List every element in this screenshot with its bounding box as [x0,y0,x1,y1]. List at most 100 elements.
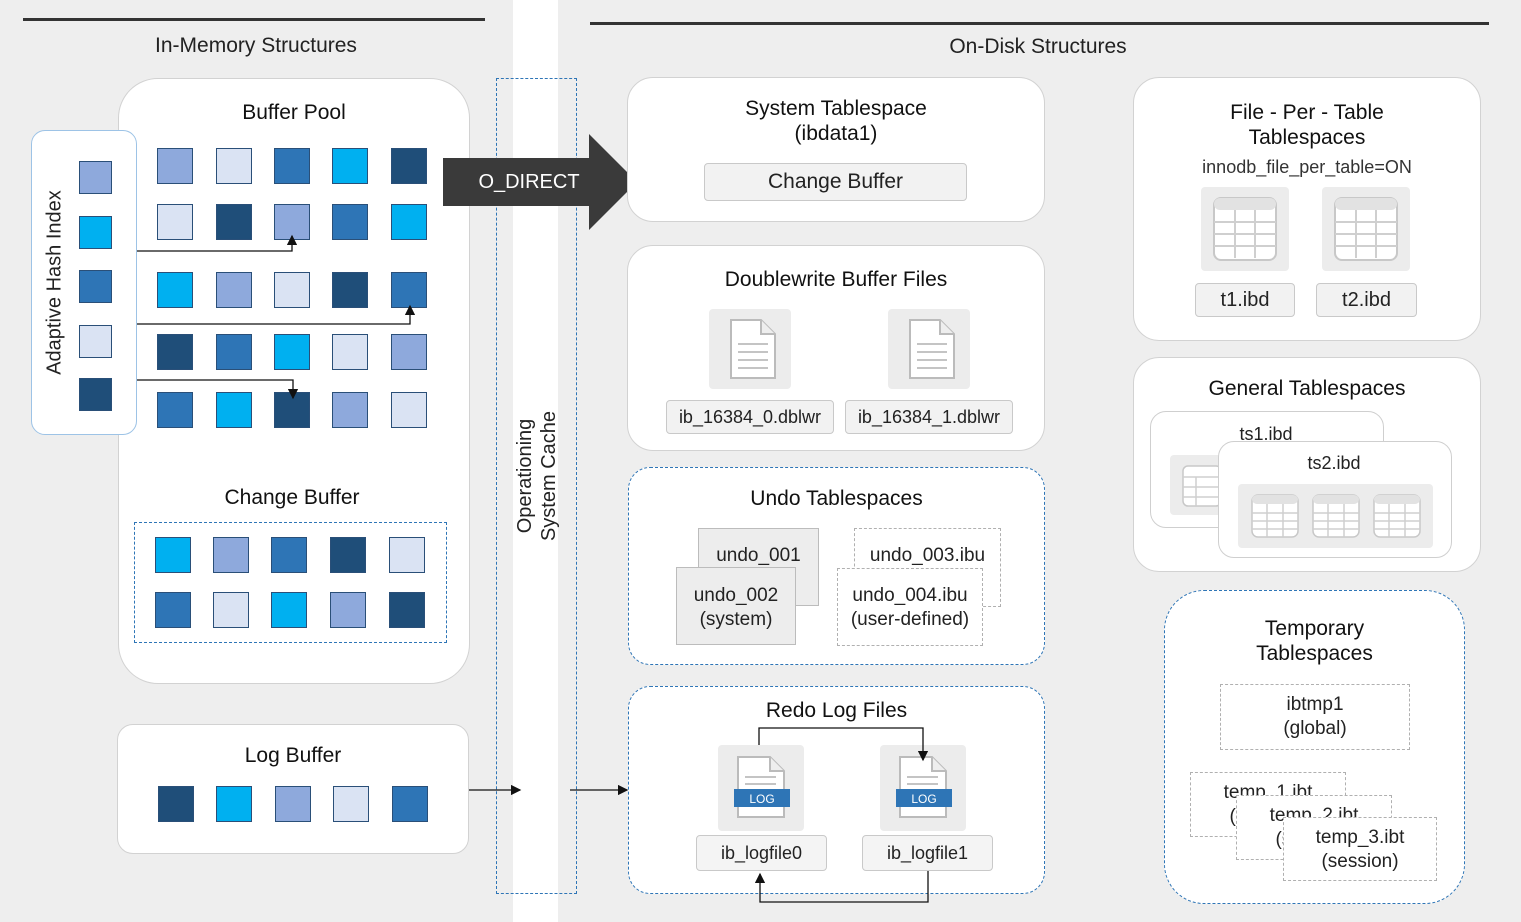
undo-001-label: undo_001 [716,545,801,566]
hash-entry [79,378,112,411]
hash-entry [79,325,112,358]
buffer-page [157,272,193,308]
buffer-page [391,392,427,428]
hash-pointer-arrow [137,379,299,400]
file-per-table-subtitle: Tablespaces [1248,126,1366,149]
ibtmp1-note: (global) [1283,718,1347,739]
buffer-page [274,334,310,370]
system-tablespace-card: System Tablespace (ibdata1) [627,77,1045,222]
document-icon [909,319,955,379]
table-icon [1213,197,1277,261]
buffer-page [216,204,252,240]
redo-file-0: ib_logfile0 [696,835,827,871]
on-disk-heading-rule [590,22,1489,25]
table-icon [1334,197,1398,261]
table-icon [1373,494,1421,538]
undo-tablespaces-title: Undo Tablespaces [750,487,923,510]
hash-pointer-arrow [137,234,298,252]
log-file-icon: LOG [896,756,952,818]
log-buffer-entry [392,786,428,822]
hash-entry [79,216,112,249]
temporary-tablespaces-title: Temporary [1264,617,1365,640]
document-icon [730,319,776,379]
hash-entry [79,270,112,303]
buffer-page [332,148,368,184]
buffer-page [332,204,368,240]
change-buffer-page [330,537,366,573]
change-buffer-page [389,592,425,628]
buffer-page [274,272,310,308]
log-file-icon: LOG [734,756,790,818]
buffer-page [332,334,368,370]
undo-004-box: undo_004.ibu (user-defined) [837,568,983,646]
change-buffer-page [271,537,307,573]
change-buffer-page [389,537,425,573]
in-memory-heading-rule [23,18,485,21]
undo-004-label: undo_004.ibu [852,585,968,606]
ts1-label: ts1.ibd [1239,424,1293,444]
temporary-tablespaces-subtitle: Tablespaces [1256,642,1373,665]
system-tablespace-title: System Tablespace [745,97,927,120]
change-buffer-page [271,592,307,628]
doublewrite-file-1: ib_16384_1.dblwr [845,400,1013,434]
change-buffer-page [155,592,191,628]
redo-file-1: ib_logfile1 [862,835,993,871]
hash-pointer-arrow [137,304,416,325]
file-per-table-card: File - Per - Table Tablespaces innodb_fi… [1133,77,1481,341]
buffer-page [157,148,193,184]
buffer-page [391,148,427,184]
buffer-page [391,272,427,308]
redo-log-title: Redo Log Files [765,699,908,722]
log-buffer-entry [275,786,311,822]
buffer-page [216,272,252,308]
o-direct-arrow [443,134,637,230]
change-buffer-page [330,592,366,628]
log-icon-label-0: LOG [749,792,774,806]
ibtmp1-label: ibtmp1 [1286,694,1344,715]
buffer-page [391,334,427,370]
log-buffer-entry [216,786,252,822]
buffer-page [274,148,310,184]
buffer-page [332,272,368,308]
redo-cycle-top-arrow [758,727,929,762]
undo-004-note: (user-defined) [850,609,970,630]
log-buffer-title: Log Buffer [244,744,342,767]
ibtmp1-box: ibtmp1 (global) [1220,684,1410,750]
change-buffer-page [213,592,249,628]
undo-003-label: undo_003.ibu [869,545,986,566]
undo-002-label: undo_002 [693,585,779,606]
o-direct-label: O_DIRECT [478,171,580,193]
on-disk-heading: On-Disk Structures [949,35,1127,58]
change-buffer-page [155,537,191,573]
doublewrite-title: Doublewrite Buffer Files [724,268,948,291]
buffer-page [157,334,193,370]
change-buffer-title: Change Buffer [224,486,360,509]
doublewrite-file-0: ib_16384_0.dblwr [666,400,834,434]
system-change-buffer: Change Buffer [704,163,967,201]
buffer-page [391,204,427,240]
undo-002-note: (system) [699,609,773,630]
log-buffer-entry [333,786,369,822]
buffer-page [157,204,193,240]
os-cache-box [496,78,577,894]
undo-002-box: undo_002 (system) [676,567,796,645]
system-tablespace-subtitle: (ibdata1) [794,122,878,145]
t2-file: t2.ibd [1316,283,1417,317]
buffer-page [274,204,310,240]
table-icon [1251,494,1299,538]
buffer-page [216,392,252,428]
change-buffer-page [213,537,249,573]
ts2-label: ts2.ibd [1307,453,1361,473]
o-direct-arrow-shape [443,134,637,230]
file-per-table-setting: innodb_file_per_table=ON [1202,157,1412,177]
log-buffer-entry [158,786,194,822]
table-icon [1312,494,1360,538]
temp-3-label: temp_3.ibt [1315,827,1405,848]
redo-cycle-bottom-arrow [754,871,929,903]
buffer-page [216,334,252,370]
buffer-page [157,392,193,428]
table-icon [1182,465,1222,507]
hash-entry [79,161,112,194]
t1-file: t1.ibd [1195,283,1295,317]
